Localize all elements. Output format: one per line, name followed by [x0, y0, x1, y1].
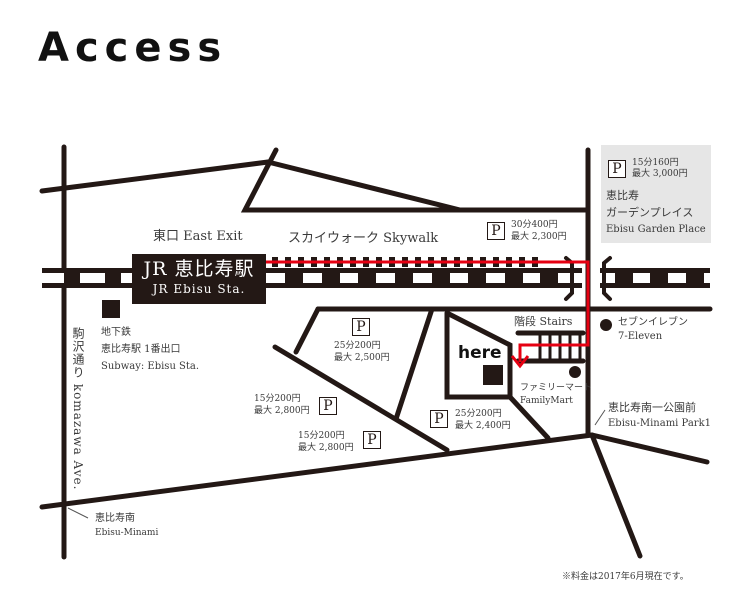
parking-max: 最大 2,500円 [334, 353, 390, 363]
parking-icon: P [363, 431, 381, 449]
ebisu-minami-label-jp: 恵比寿南 [95, 513, 135, 524]
road-center-vertical [393, 306, 435, 422]
familymart-label-jp: ファミリーマート [520, 383, 593, 393]
here-marker [483, 365, 503, 385]
garden-place-en: Ebisu Garden Place [606, 224, 706, 235]
skywalk-label: スカイウォーク Skywalk [288, 231, 439, 246]
park-stop-label-jp: 恵比寿南一公園前 [608, 401, 696, 414]
station-name-en: JR Ebisu Sta. [152, 282, 246, 296]
parking-max: 最大 2,800円 [254, 406, 310, 416]
parking-max: 最大 2,400円 [455, 421, 511, 431]
ebisu-minami-label-en: Ebisu-Minami [95, 528, 159, 538]
route-path [262, 260, 590, 369]
stairs-label: 階段 Stairs [514, 315, 573, 328]
seven-eleven-marker [600, 319, 612, 331]
parking-rate: 15分200円 [254, 394, 301, 404]
station-name-jp: JR 恵比寿駅 [143, 258, 255, 280]
road-here-south [507, 394, 551, 441]
parking-max: 最大 2,800円 [298, 443, 354, 453]
stairs-icon [538, 333, 582, 361]
parking-icon: P [352, 318, 370, 336]
road-center-block [293, 306, 321, 355]
garden-place-jp1: 恵比寿 [606, 189, 639, 202]
parking-rate: 15分200円 [298, 431, 345, 441]
parking-icon: P [319, 397, 337, 415]
seven-eleven-label-en: 7-Eleven [618, 331, 663, 342]
garden-place-jp2: ガーデンプレイス [606, 206, 694, 219]
parking-rate: 30分400円 [511, 220, 558, 230]
subway-label-jp1: 地下鉄 [101, 327, 131, 338]
familymart-marker [569, 366, 581, 378]
parking-icon: P [487, 222, 505, 240]
parking-rate: 25分200円 [334, 341, 381, 351]
parking-icon: P [608, 160, 626, 178]
bridge-bracket-right [602, 256, 612, 301]
road-south-vertical [589, 432, 643, 559]
road-triangle [240, 147, 461, 213]
parking-rate: 15分160円 [632, 158, 679, 168]
east-exit-label: 東口 East Exit [153, 229, 243, 244]
subway-label-en: Subway: Ebisu Sta. [101, 361, 200, 372]
subway-label-jp2: 恵比寿駅 1番出口 [101, 344, 181, 355]
pricing-note: ※料金は2017年6月現在です。 [562, 572, 689, 582]
road-diagonal-west [272, 344, 450, 453]
parking-icon: P [430, 410, 448, 428]
familymart-label-en: FamilyMart [520, 396, 573, 406]
road-south-main [39, 432, 595, 510]
parking-max: 最大 3,000円 [632, 169, 688, 179]
road-south-east [589, 432, 710, 465]
parking-rate: 25分200円 [455, 409, 502, 419]
page-title: Access [38, 25, 228, 71]
here-label: here [458, 343, 502, 363]
jr-ebisu-station: JR 恵比寿駅 JR Ebisu Sta. [132, 254, 266, 304]
parking-max: 最大 2,300円 [511, 232, 567, 242]
park-stop-label-en: Ebisu-Minami Park1 [608, 418, 711, 429]
road-north [39, 159, 271, 194]
subway-exit-marker [102, 300, 120, 318]
komazawa-ave-label: 駒沢通り komazawa Ave. [71, 327, 85, 491]
seven-eleven-label-jp: セブンイレブン [618, 317, 688, 328]
